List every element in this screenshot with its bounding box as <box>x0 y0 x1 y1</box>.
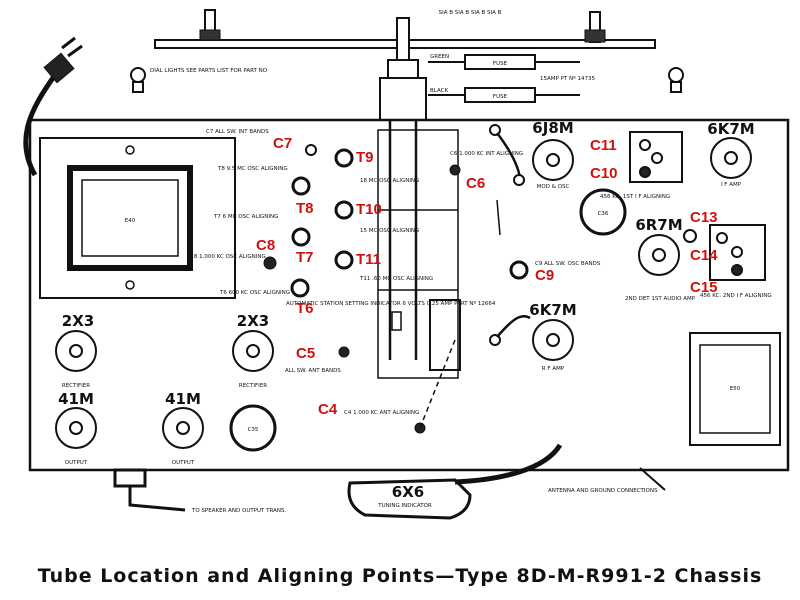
gang-condenser-shields <box>377 129 461 379</box>
callout-c9: C9 <box>535 267 554 284</box>
rectifier-left-label: RECTIFIER <box>62 383 90 389</box>
tube-sockets <box>55 137 752 452</box>
tube-6k7m-top-label: 6K7M <box>707 120 754 138</box>
if2-note: 456 KC. 2ND I F ALIGNING <box>700 293 772 299</box>
t9-note: 18 MC OSC ALIGNING <box>360 178 419 184</box>
output-right-label: OUTPUT <box>172 460 195 466</box>
c35-label: C35 <box>248 427 259 433</box>
rf-amp-label: R F AMP <box>542 366 565 372</box>
c4-note: C4 1.000 KC ANT ALIGNING <box>344 410 419 416</box>
fuse-label-1: FUSE <box>493 61 508 67</box>
c9-note: C9 ALL SW. OSC BANDS <box>535 261 601 267</box>
setting-indicator-note: AUTOMATIC STATION SETTING INDICATOR 6 VO… <box>286 300 496 307</box>
switch-sections-label: SIA B SIA B SIA B SIA B <box>439 10 502 16</box>
dial-light-left <box>130 67 146 93</box>
t7-note: T7 6 MC OSC ALIGNING <box>213 214 278 220</box>
antenna-note: ANTENNA AND GROUND CONNECTIONS <box>548 488 658 494</box>
callout-c11: C11 <box>590 137 617 154</box>
if-transformers <box>629 131 766 281</box>
dial-assembly-label: E40 <box>125 218 136 224</box>
callout-c4: C4 <box>318 401 338 418</box>
switch-assembly <box>154 9 656 360</box>
tuning-indicator <box>347 443 563 520</box>
callout-t10: T10 <box>356 201 382 218</box>
callout-c8: C8 <box>256 237 275 254</box>
tube-6x6-label: 6X6 <box>392 483 424 501</box>
tube-41m-left-label: 41M <box>58 390 94 408</box>
c36-label: C36 <box>598 211 609 217</box>
callout-c15: C15 <box>690 279 718 296</box>
chassis-outline <box>28 118 790 472</box>
power-cord <box>23 36 83 177</box>
tube-6j8m-label: 6J8M <box>532 119 573 137</box>
fuse-holders <box>428 54 580 103</box>
callout-c13: C13 <box>690 209 718 226</box>
trimmer-adjusters <box>263 124 501 434</box>
antenna-lead <box>639 467 666 491</box>
green-wire-label: GREEN <box>430 54 449 60</box>
tube-6k7m-mid-label: 6K7M <box>529 301 576 319</box>
callout-c7: C7 <box>273 135 292 152</box>
tube-2x3-right-label: 2X3 <box>237 312 269 330</box>
callout-c10: C10 <box>590 165 618 182</box>
output-left-label: OUTPUT <box>65 460 88 466</box>
t11-note: T11 .60 MC OSC ALIGNING <box>359 276 433 282</box>
dial-assembly <box>39 137 236 299</box>
t6-note: T6 600 KC OSC ALIGNING <box>219 290 290 296</box>
t10-note: 15 MC OSC ALIGNING <box>360 228 419 234</box>
choke-label: E50 <box>730 386 741 392</box>
c7-note: C7 ALL SW. INT BANDS <box>206 129 269 135</box>
dial-lights-note: DIAL LIGHTS SEE PARTS LIST FOR PART NO <box>150 68 268 74</box>
black-wire-label: BLACK <box>430 88 448 94</box>
c8-note: C8 1.000 KC OSC ALIGNING <box>190 254 266 260</box>
callout-c14: C14 <box>690 247 718 264</box>
tube-6r7m-label: 6R7M <box>635 216 682 234</box>
speaker-note: TO SPEAKER AND OUTPUT TRANS. <box>191 508 286 514</box>
c5-note: ALL SW. ANT BANDS <box>285 368 341 374</box>
if-amp-top-label: I F AMP <box>721 182 742 188</box>
callout-c6: C6 <box>466 175 485 192</box>
callouts: C7 T9 T8 T10 C8 T7 T11 T6 C5 C4 C6 C9 C1… <box>256 135 718 418</box>
tube-2x3-left-label: 2X3 <box>62 312 94 330</box>
callout-t8: T8 <box>296 200 314 217</box>
callout-c5: C5 <box>296 345 315 362</box>
mod-osc-label: MOD & OSC <box>537 184 570 190</box>
callout-t6: T6 <box>296 300 314 317</box>
if1-note: 456 KC. 1ST I F ALIGNING <box>600 194 670 200</box>
t8-note: T8 9.5 MC OSC ALIGNING <box>217 166 288 172</box>
callout-t11: T11 <box>356 251 381 268</box>
fuse-rating-label: 15AMP PT Nº 14735 <box>540 75 595 82</box>
callout-t9: T9 <box>356 149 374 166</box>
c6-note: C6 1.000 KC INT ALIGNING <box>450 151 523 157</box>
c4-leader <box>419 339 456 429</box>
det-audio-note: 2ND DET 1ST AUDIO AMP <box>625 296 696 302</box>
dial-light-right <box>668 67 684 93</box>
fuse-label-2: FUSE <box>493 94 508 100</box>
tuning-indicator-label: TUNING INDICATOR <box>377 503 432 509</box>
choke-box <box>689 332 781 446</box>
rectifier-right-label: RECTIFIER <box>239 383 267 389</box>
callout-t7: T7 <box>296 249 314 266</box>
speaker-cable <box>113 468 186 512</box>
tube-41m-right-label: 41M <box>165 390 201 408</box>
figure-caption: Tube Location and Aligning Points—Type 8… <box>37 565 763 587</box>
